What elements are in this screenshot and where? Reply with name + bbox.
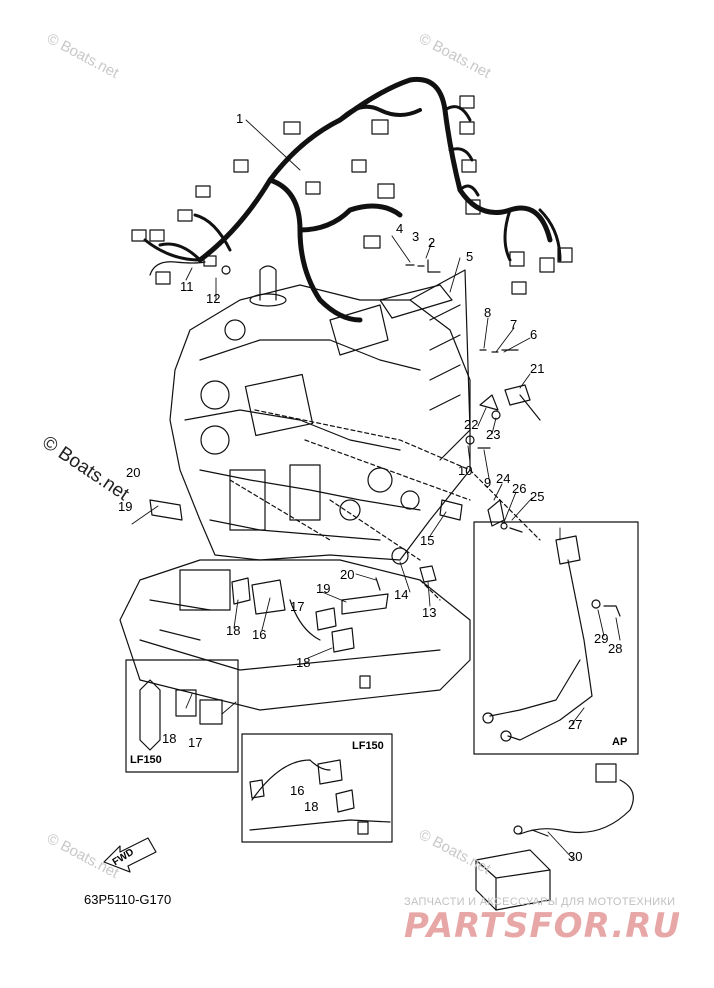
callout-19: 19 (316, 581, 331, 596)
lower-cowl (119, 559, 471, 711)
callout-19: 19 (118, 499, 133, 514)
lf150-right-box (241, 733, 393, 843)
callout-12: 12 (206, 291, 221, 306)
callout-6: 6 (530, 327, 538, 342)
callout-26: 26 (512, 481, 527, 496)
callout-1: 1 (236, 111, 244, 126)
callout-24: 24 (496, 471, 511, 486)
callout-25: 25 (530, 489, 545, 504)
brand-subtitle: ЗАПЧАСТИ И АКСЕССУАРЫ ДЛЯ МОТОТЕХНИКИ (404, 896, 676, 908)
lf150-left-box (125, 659, 239, 773)
callout-28: 28 (608, 641, 623, 656)
callout-18: 18 (162, 731, 177, 746)
callout-17: 17 (188, 735, 203, 750)
callout-13: 13 (422, 605, 437, 620)
callout-14: 14 (394, 587, 409, 602)
battery (475, 849, 551, 911)
callout-29: 29 (594, 631, 609, 646)
callout-9: 9 (484, 475, 492, 490)
callout-11: 11 (180, 279, 194, 294)
callout-5: 5 (466, 249, 474, 264)
callout-30: 30 (568, 849, 583, 864)
callout-4: 4 (396, 221, 404, 236)
variant-label-lf150: LF150 (130, 754, 162, 766)
diagram-code: 63P5110-G170 (84, 892, 172, 907)
callout-3: 3 (412, 229, 420, 244)
callout-18: 18 (304, 799, 319, 814)
callout-16: 16 (252, 627, 267, 642)
callout-2: 2 (428, 235, 436, 250)
ap-box (473, 521, 639, 755)
callout-8: 8 (484, 305, 492, 320)
callout-18: 18 (226, 623, 241, 638)
callout-20: 20 (126, 465, 141, 480)
callout-21: 21 (530, 361, 545, 376)
callout-17: 17 (290, 599, 305, 614)
variant-label-lf150: LF150 (352, 740, 384, 752)
callout-23: 23 (486, 427, 501, 442)
callout-15: 15 (420, 533, 435, 548)
callout-18: 18 (296, 655, 311, 670)
callout-7: 7 (510, 317, 518, 332)
callout-16: 16 (290, 783, 305, 798)
engine-block (169, 284, 471, 561)
crankshaft (259, 265, 277, 301)
fwd-arrow (103, 837, 157, 873)
brand-logo: PARTSFOR.RU (404, 906, 682, 946)
callout-10: 10 (458, 463, 473, 478)
callout-22: 22 (464, 417, 479, 432)
callout-20: 20 (340, 567, 355, 582)
callout-27: 27 (568, 717, 583, 732)
variant-label-ap: AP (612, 736, 628, 748)
